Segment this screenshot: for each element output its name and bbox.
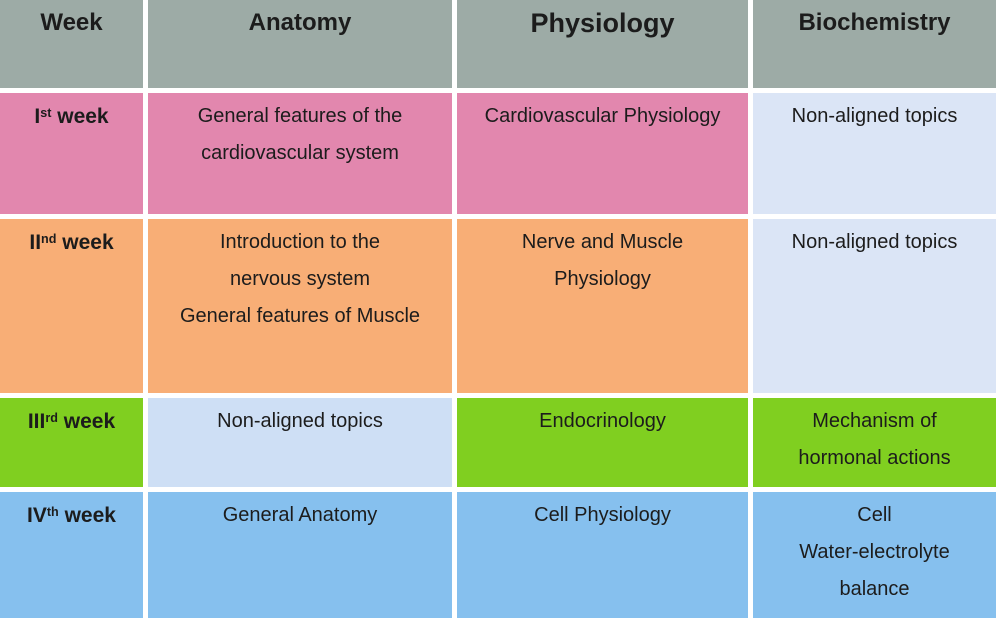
week-numeral: IV <box>27 504 47 527</box>
column-header-biochemistry: Biochemistry <box>753 0 996 88</box>
column-header-week: Week <box>0 0 143 88</box>
cell-week3-anatomy: Non-aligned topics <box>148 398 452 487</box>
week-label-3: IIIrd week <box>0 398 143 487</box>
week-label-4: IVth week <box>0 492 143 618</box>
week-numeral: II <box>29 231 42 254</box>
cell-week2-biochemistry: Non-aligned topics <box>753 219 996 393</box>
week-word: week <box>58 504 116 527</box>
cell-week1-anatomy: General features of the cardiovascular s… <box>148 93 452 214</box>
column-header-anatomy: Anatomy <box>148 0 452 88</box>
cell-week4-anatomy: General Anatomy <box>148 492 452 618</box>
cell-week1-physiology: Cardiovascular Physiology <box>457 93 748 214</box>
cell-week2-anatomy: Introduction to the nervous system Gener… <box>148 219 452 393</box>
cell-week2-physiology: Nerve and Muscle Physiology <box>457 219 748 393</box>
week-ordinal-suffix: rd <box>45 410 58 425</box>
week-word: week <box>56 231 114 254</box>
week-label-2: IInd week <box>0 219 143 393</box>
week-numeral: I <box>34 105 41 128</box>
week-word: week <box>57 410 116 433</box>
cell-week3-physiology: Endocrinology <box>457 398 748 487</box>
cell-week4-physiology: Cell Physiology <box>457 492 748 618</box>
week-ordinal-suffix: st <box>40 105 52 120</box>
cell-week1-biochemistry: Non-aligned topics <box>753 93 996 214</box>
week-ordinal-suffix: nd <box>41 231 57 246</box>
week-label-1: Ist week <box>0 93 143 214</box>
week-numeral: III <box>27 410 46 433</box>
week-word: week <box>51 105 109 128</box>
week-ordinal-suffix: th <box>46 504 59 519</box>
column-header-physiology: Physiology <box>457 0 748 88</box>
cell-week4-biochemistry: Cell Water-electrolyte balance <box>753 492 996 618</box>
cell-week3-biochemistry: Mechanism of hormonal actions <box>753 398 996 487</box>
